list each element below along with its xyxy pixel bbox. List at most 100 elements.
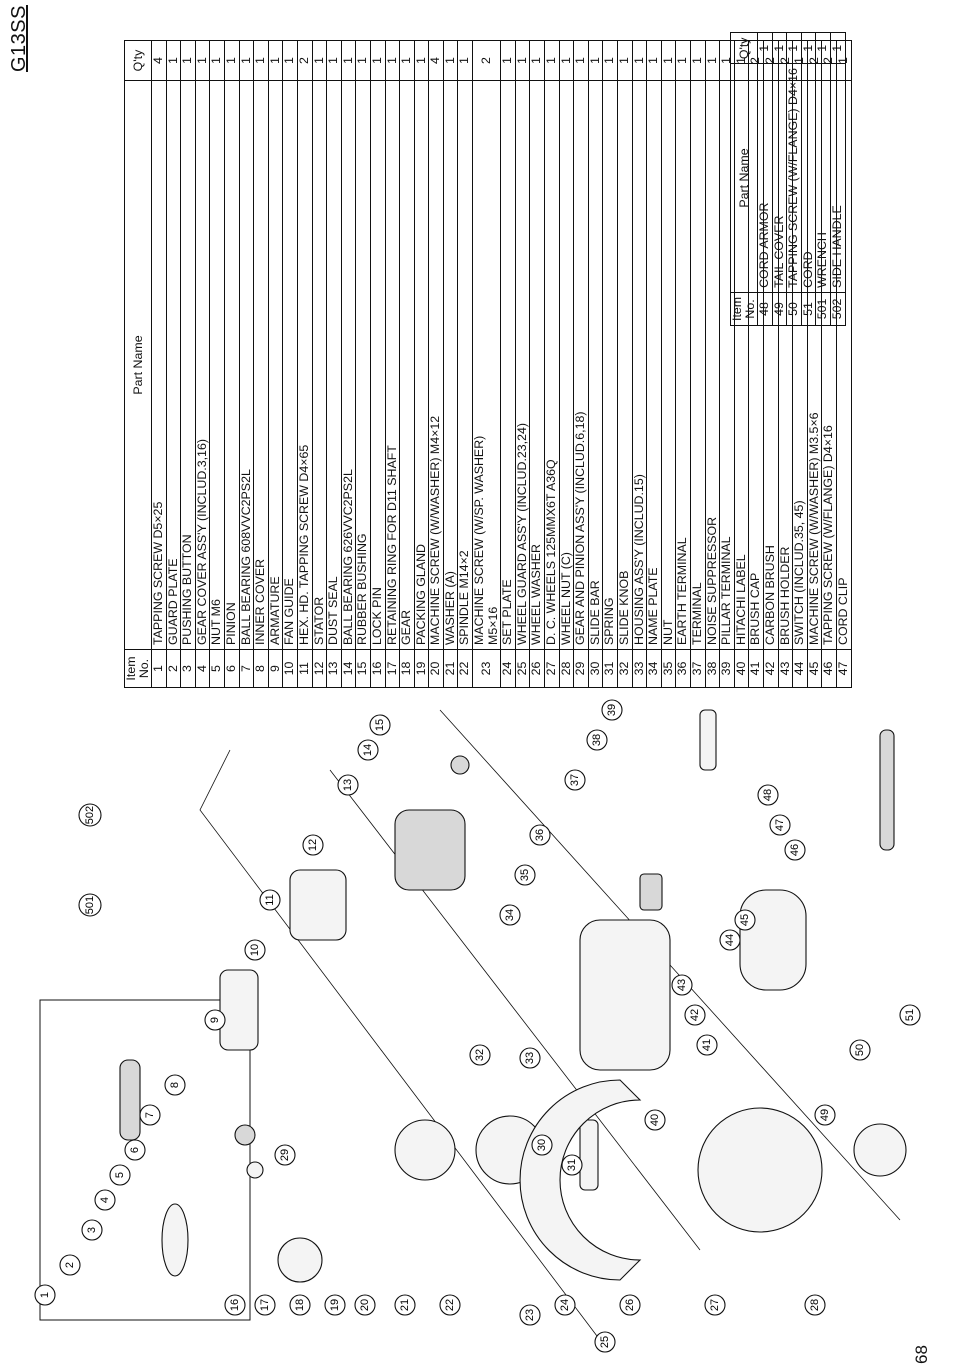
qty-cell: 1 [602, 40, 618, 81]
nut-shape [246, 1161, 264, 1179]
qty-cell: 1 [515, 40, 530, 81]
callout-501: 501 [78, 893, 102, 917]
svg-text:26: 26 [624, 1299, 636, 1311]
callout-15: 15 [369, 714, 391, 736]
item-no-cell: 14 [341, 649, 356, 688]
item-no-cell: 9 [268, 649, 283, 688]
housing-shape [579, 919, 671, 1071]
svg-text:1: 1 [39, 1292, 51, 1298]
fan-guide-shape [289, 869, 347, 941]
svg-text:42: 42 [689, 1009, 701, 1021]
callout-16: 16 [224, 1294, 246, 1316]
svg-text:502: 502 [84, 806, 96, 824]
armature-shape [219, 969, 259, 1051]
callout-2: 2 [59, 1254, 81, 1276]
qty-cell: 1 [675, 40, 691, 81]
callout-39: 39 [601, 699, 623, 721]
qty-cell: 1 [772, 32, 787, 64]
item-no-cell: 24 [500, 649, 516, 688]
item-no-cell: 21 [443, 649, 458, 688]
callout-labels: 1 2 3 4 5 6 7 8 9 10 11 12 13 14 15 16 1… [34, 699, 921, 1353]
part-name-cell: CORD [801, 63, 816, 293]
callout-18: 18 [289, 1294, 311, 1316]
qty-cell: 2 [472, 40, 501, 81]
callout-14: 14 [357, 739, 379, 761]
part-name-cell: TAIL COVER [772, 63, 787, 293]
header-part-name: Part Name [730, 63, 758, 293]
item-no-cell: 50 [786, 292, 802, 326]
switch-shape [639, 873, 663, 911]
item-no-cell: 36 [675, 649, 691, 688]
cord-armor-shape [699, 709, 717, 771]
part-name-cell: TAPPING SCREW D5×25 [151, 80, 167, 650]
callout-44: 44 [719, 929, 741, 951]
callout-21: 21 [394, 1294, 416, 1316]
header-qty: Q'ty [730, 32, 758, 64]
part-name-cell: SLIDE KNOB [617, 80, 633, 650]
callout-28: 28 [804, 1294, 826, 1316]
item-no-cell: 51 [801, 292, 816, 326]
svg-text:44: 44 [724, 934, 736, 946]
qty-cell: 1 [786, 32, 802, 64]
item-no-cell: 44 [792, 649, 808, 688]
svg-text:30: 30 [536, 1139, 548, 1151]
qty-cell: 1 [326, 40, 342, 81]
item-no-cell: 8 [253, 649, 269, 688]
item-no-cell: 15 [355, 649, 371, 688]
item-no-cell: 502 [830, 292, 846, 326]
part-name-cell: PINION [224, 80, 240, 650]
callout-47: 47 [769, 814, 791, 836]
item-no-cell: 16 [370, 649, 385, 688]
qty-cell: 1 [312, 40, 327, 81]
item-no-cell: 501 [815, 292, 831, 326]
callout-27: 27 [704, 1294, 726, 1316]
part-name-cell: BALL BEARING 608VVC2PS2L [239, 80, 254, 650]
callout-40: 40 [644, 1109, 666, 1131]
item-no-cell: 23 [472, 649, 501, 688]
part-name-cell: WHEEL NUT (C) [559, 80, 574, 650]
callout-37: 37 [564, 769, 586, 791]
qty-cell: 1 [661, 40, 676, 81]
svg-text:16: 16 [229, 1299, 241, 1311]
part-name-cell: D. C. WHEELS 125MMX6T A36Q [544, 80, 560, 650]
part-name-cell: DUST SEAL [326, 80, 342, 650]
callout-34: 34 [499, 904, 521, 926]
gear-cover-shape [277, 1237, 323, 1283]
part-name-cell: HOUSING ASS'Y (INCLUD.15) [632, 80, 647, 650]
part-name-cell: SPINDLE M14×2 [457, 80, 473, 650]
qty-cell: 1 [224, 40, 240, 81]
wrench-shape [161, 1203, 189, 1277]
part-name-cell: STATOR [312, 80, 327, 650]
qty-cell: 1 [573, 40, 589, 81]
callout-23: 23 [519, 1304, 541, 1326]
callout-38: 38 [586, 729, 608, 751]
side-handle-shape [119, 1059, 141, 1141]
item-no-cell: 47 [836, 649, 851, 688]
part-name-cell: FAN GUIDE [282, 80, 298, 650]
part-name-cell: HEX. HD. TAPPING SCREW D4×65 [297, 80, 313, 650]
part-name-cell: MACHINE SCREW (W/WASHER) M4×12 [428, 80, 444, 650]
part-name-cell: RETAINING RING FOR D11 SHAFT [385, 80, 400, 650]
qty-cell: 1 [268, 40, 283, 81]
item-no-cell: 29 [573, 649, 589, 688]
part-name-cell: INNER COVER [253, 80, 269, 650]
qty-cell: 1 [239, 40, 254, 81]
item-no-cell: 48 [757, 292, 773, 326]
callout-25: 25 [594, 1331, 616, 1353]
